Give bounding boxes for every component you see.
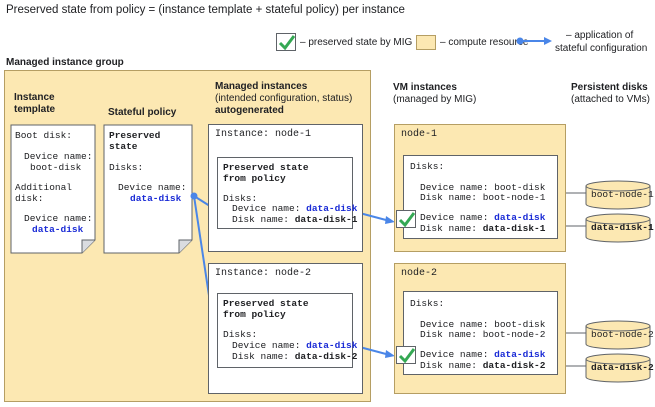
vm2-data-disk: Disk name: data-disk-2: [420, 360, 546, 371]
check-icon: [278, 35, 296, 51]
ps2-disks: Disks:: [223, 329, 258, 340]
vm1-boot-disk: Disk name: boot-node-1: [420, 192, 546, 203]
ps2-device: Device name: data-disk: [232, 340, 358, 351]
template-device-label: Device name:: [24, 151, 93, 162]
diagram-title: Preserved state from policy = (instance …: [6, 4, 405, 16]
vm-subheading: (managed by MIG): [393, 94, 477, 105]
vm2-boot-device: Device name: boot-disk: [420, 319, 546, 330]
legend-stateful-line1: – application of: [566, 30, 634, 41]
vm-heading: VM instances: [393, 82, 457, 93]
check-icon: [398, 212, 416, 228]
preserved-legend-box: [276, 33, 296, 51]
ps1-disk: Disk name: data-disk-1: [232, 214, 358, 225]
vm1-preserved-check: [396, 210, 416, 228]
template-device-label-2: Device name:: [24, 213, 93, 224]
ps2-line2: from policy: [223, 309, 286, 320]
instances-heading: Managed instances: [215, 81, 308, 92]
policy-heading: Stateful policy: [108, 107, 177, 118]
compute-legend-swatch: [416, 35, 436, 50]
check-icon: [398, 348, 416, 364]
policy-preserved-1: Preserved: [109, 130, 161, 141]
vm1-data-device: Device name: data-disk: [420, 212, 546, 223]
legend-stateful-line2: stateful configuration: [555, 43, 648, 54]
disk-label-data-disk-1: data-disk-1: [591, 222, 654, 233]
vm2-boot-disk: Disk name: boot-node-2: [420, 329, 546, 340]
vm-node-1-disks-panel: [403, 155, 558, 239]
ps2-line1: Preserved state: [223, 298, 309, 309]
disk-boot-node-1: [585, 180, 651, 210]
disk-label-boot-node-1: boot-node-1: [591, 189, 654, 200]
persistent-heading: Persistent disks: [571, 82, 648, 93]
policy-preserved-2: state: [109, 141, 138, 152]
preserved-state-node-1: [217, 157, 353, 229]
legend-preserved-label: – preserved state by MIG: [300, 37, 413, 48]
disk-label-boot-node-2: boot-node-2: [591, 329, 654, 340]
vm2-data-device: Device name: data-disk: [420, 349, 546, 360]
policy-disks: Disks:: [109, 162, 144, 173]
vm1-disks: Disks:: [410, 161, 445, 172]
vm-node-1-title: node-1: [401, 129, 438, 140]
template-heading-2: template: [14, 104, 56, 115]
vm1-data-disk: Disk name: data-disk-1: [420, 223, 546, 234]
template-boot-value: boot-disk: [30, 162, 82, 173]
ps2-disk: Disk name: data-disk-2: [232, 351, 358, 362]
policy-device-label: Device name:: [118, 182, 187, 193]
template-additional-1: Additional: [15, 182, 73, 193]
instance-node-2-title: Instance: node-2: [215, 268, 312, 279]
legend-compute-label: – compute resource: [440, 37, 529, 48]
mig-title: Managed instance group: [6, 57, 124, 68]
vm2-disks: Disks:: [410, 298, 445, 309]
disk-data-disk-2: [585, 353, 651, 383]
template-heading-1: Instance: [14, 92, 55, 103]
vm2-preserved-check: [396, 346, 416, 364]
instances-autogenerated: autogenerated: [215, 105, 284, 116]
disk-boot-node-2: [585, 320, 651, 350]
persistent-subheading: (attached to VMs): [571, 94, 650, 105]
preserved-state-node-2: [217, 293, 353, 368]
ps1-device: Device name: data-disk: [232, 203, 358, 214]
template-data-value: data-disk: [32, 224, 84, 235]
ps1-line1: Preserved state: [223, 162, 309, 173]
vm1-boot-device: Device name: boot-disk: [420, 182, 546, 193]
vm-node-2-disks-panel: [403, 291, 558, 375]
instance-node-1-title: Instance: node-1: [215, 129, 312, 140]
ps1-disks: Disks:: [223, 193, 258, 204]
policy-data-value: data-disk: [130, 193, 182, 204]
disk-label-data-disk-2: data-disk-2: [591, 362, 654, 373]
template-additional-2: disk:: [15, 193, 44, 204]
disk-data-disk-1: [585, 213, 651, 243]
instances-subheading: (intended configuration, status): [215, 93, 353, 104]
ps1-line2: from policy: [223, 173, 286, 184]
template-boot-disk: Boot disk:: [15, 130, 73, 141]
vm-node-2-title: node-2: [401, 268, 438, 279]
